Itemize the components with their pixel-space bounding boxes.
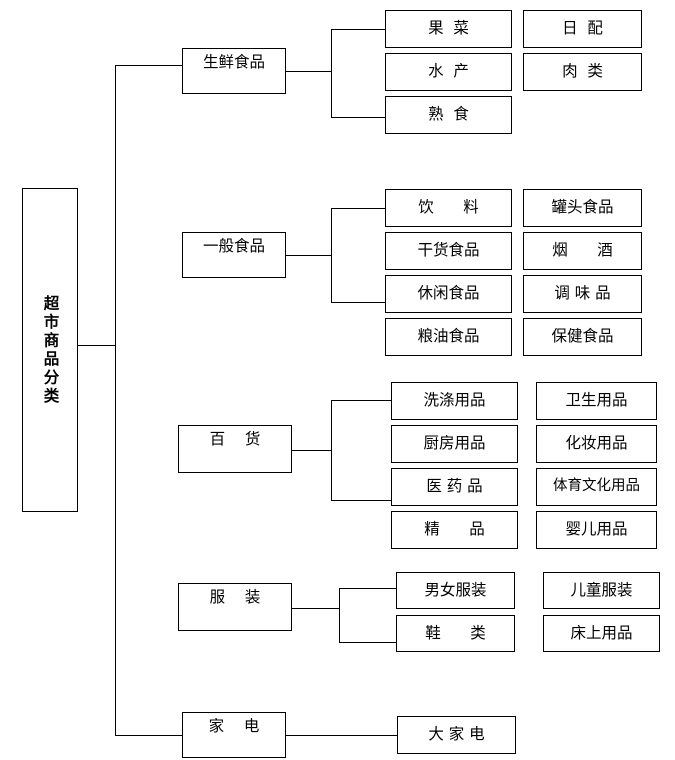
category-node-general-merchandise: 百 货 <box>178 425 292 473</box>
leaf-node-fresh-2: 水 产 <box>385 53 512 91</box>
leaf-node-genfood-r4: 保健食品 <box>523 318 642 356</box>
connector-fresh-food-arm-3 <box>331 117 385 118</box>
leaf-node-clothing-2: 鞋 类 <box>396 615 515 652</box>
category-node-general-food: 一般食品 <box>182 232 286 278</box>
connector-general-food-arm-3 <box>331 302 385 303</box>
bracket-clothing <box>339 588 340 642</box>
bracket-fresh-food <box>331 29 332 117</box>
leaf-node-merch-1: 洗涤用品 <box>391 382 518 420</box>
bracket-general-food <box>331 208 332 302</box>
connector-fresh-food-stem <box>286 71 331 72</box>
connector-appliances-to-leaf <box>286 735 397 736</box>
leaf-node-merch-2: 厨房用品 <box>391 425 518 463</box>
connector-main-trunk <box>115 65 116 736</box>
leaf-node-fresh-r1: 日 配 <box>523 10 642 48</box>
leaf-node-fresh-r2: 肉 类 <box>523 53 642 91</box>
connector-merchandise-stem <box>292 450 331 451</box>
leaf-node-fresh-3: 熟 食 <box>385 96 512 134</box>
leaf-node-clothing-r2: 床上用品 <box>543 615 660 652</box>
connector-merchandise-arm-1 <box>331 400 391 401</box>
leaf-node-merch-r4: 婴儿用品 <box>536 511 657 549</box>
leaf-node-appliance-1: 大 家 电 <box>397 716 516 754</box>
leaf-node-genfood-r3: 调 味 品 <box>523 275 642 313</box>
leaf-node-merch-r1: 卫生用品 <box>536 382 657 420</box>
connector-clothing-arm-2 <box>339 642 396 643</box>
leaf-node-merch-4: 精 品 <box>391 511 518 549</box>
leaf-node-genfood-r1: 罐头食品 <box>523 189 642 227</box>
connector-clothing-stem <box>292 608 339 609</box>
leaf-node-clothing-1: 男女服装 <box>396 572 515 609</box>
connector-trunk-to-appliances <box>115 735 182 736</box>
root-node-supermarket-classification: 超市商品分类 <box>22 188 78 512</box>
leaf-node-merch-r3: 体育文化用品 <box>536 468 657 506</box>
leaf-node-fresh-1: 果 菜 <box>385 10 512 48</box>
category-node-fresh-food: 生鲜食品 <box>182 48 286 94</box>
leaf-node-genfood-4: 粮油食品 <box>385 318 512 356</box>
leaf-node-genfood-1: 饮 料 <box>385 189 512 227</box>
leaf-node-genfood-r2: 烟 酒 <box>523 232 642 270</box>
leaf-node-merch-r2: 化妆用品 <box>536 425 657 463</box>
connector-root-to-trunk <box>78 345 116 346</box>
bracket-merchandise <box>331 400 332 500</box>
category-node-appliances: 家 电 <box>182 712 286 758</box>
connector-fresh-food-arm-1 <box>331 29 385 30</box>
leaf-node-clothing-r1: 儿童服装 <box>543 572 660 609</box>
connector-general-food-stem <box>286 255 331 256</box>
leaf-node-genfood-3: 休闲食品 <box>385 275 512 313</box>
leaf-node-merch-3: 医 药 品 <box>391 468 518 506</box>
connector-trunk-to-fresh-food <box>115 65 183 66</box>
category-node-clothing: 服 装 <box>178 583 292 631</box>
connector-clothing-arm-1 <box>339 588 396 589</box>
connector-merchandise-arm-3 <box>331 500 391 501</box>
leaf-node-genfood-2: 干货食品 <box>385 232 512 270</box>
connector-general-food-arm-1 <box>331 208 385 209</box>
